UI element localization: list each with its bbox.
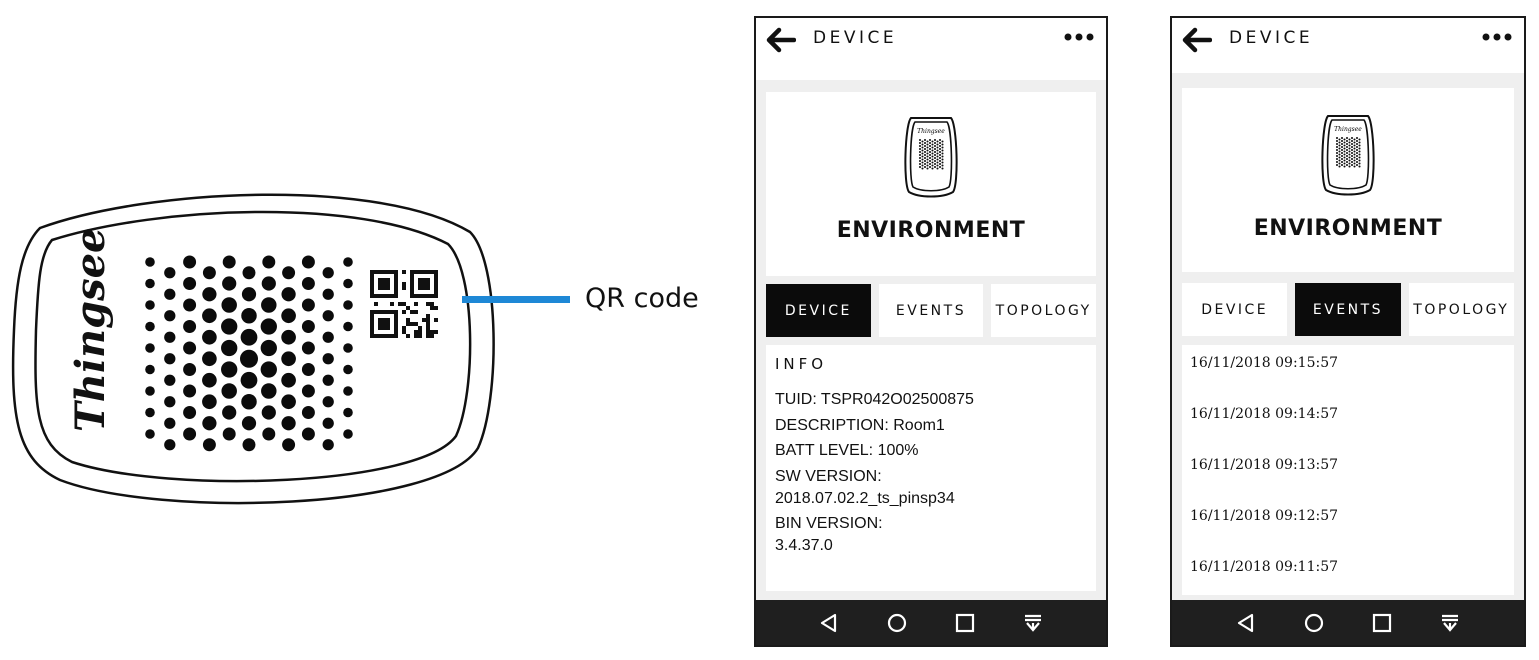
nav-recents-button[interactable]	[1348, 600, 1416, 645]
tab-topology[interactable]: TOPOLOGY	[1408, 283, 1514, 336]
device-info-panel: INFO TUID: TSPR042O02500875 DESCRIPTION:…	[766, 345, 1096, 591]
phone-screen-device-tab: DEVICE Thingsee ENVIRONMENT DEVICE EVENT…	[754, 16, 1108, 647]
info-list: TUID: TSPR042O02500875 DESCRIPTION: Room…	[775, 389, 974, 560]
speaker-grill	[145, 255, 353, 452]
qr-code-label: QR code	[585, 283, 699, 314]
info-sw-label: SW VERSION:	[775, 467, 882, 485]
device-name-title: ENVIRONMENT	[836, 218, 1026, 243]
info-bin-value: 3.4.37.0	[775, 536, 833, 554]
info-bin-version: BIN VERSION: 3.4.37.0	[775, 513, 974, 557]
tab-topology[interactable]: TOPOLOGY	[991, 284, 1097, 337]
pull-down-icon	[1442, 614, 1458, 632]
event-item[interactable]: 16/11/2018 09:11:57	[1190, 559, 1339, 575]
info-heading: INFO	[775, 355, 828, 373]
app-bar-title: DEVICE	[1229, 28, 1314, 48]
back-arrow-icon[interactable]	[766, 27, 796, 53]
nav-notifications-button[interactable]	[1416, 600, 1484, 645]
nav-notifications-button[interactable]	[999, 600, 1067, 645]
svg-text:Thingsee: Thingsee	[917, 128, 945, 135]
device-illustration: Thingsee	[11, 193, 570, 505]
event-item[interactable]: 16/11/2018 09:15:57	[1190, 355, 1339, 371]
more-options-icon[interactable]	[1064, 30, 1094, 44]
events-panel: 16/11/2018 09:15:57 16/11/2018 09:14:57 …	[1182, 345, 1514, 595]
phone-screen-events-tab: DEVICE Thingsee ENVIRONMENT DEVICE EVENT…	[1170, 16, 1526, 647]
nav-recents-button[interactable]	[931, 600, 999, 645]
info-sw-value: 2018.07.02.2_ts_pinsp34	[775, 489, 955, 507]
event-list: 16/11/2018 09:15:57 16/11/2018 09:14:57 …	[1190, 355, 1338, 610]
qr-code	[370, 270, 438, 338]
event-item[interactable]: 16/11/2018 09:12:57	[1190, 508, 1339, 524]
app-bar-title: DEVICE	[813, 28, 898, 48]
nav-back-button[interactable]	[1212, 600, 1280, 645]
info-batt-level: BATT LEVEL: 100%	[775, 442, 919, 459]
info-sw-version: SW VERSION: 2018.07.02.2_ts_pinsp34	[775, 466, 974, 510]
app-bar: DEVICE	[1172, 18, 1524, 73]
device-brand-logo: Thingsee	[67, 227, 114, 432]
info-description: DESCRIPTION: Room1	[775, 416, 945, 434]
device-name-title: ENVIRONMENT	[1253, 216, 1443, 241]
back-arrow-icon[interactable]	[1182, 27, 1212, 53]
app-bar: DEVICE	[756, 18, 1106, 80]
qr-pointer-line	[462, 296, 570, 303]
system-nav-bar	[1172, 600, 1524, 645]
nav-home-button[interactable]	[863, 600, 931, 645]
info-tuid: TUID: TSPR042O02500875	[775, 391, 974, 408]
tab-events[interactable]: EVENTS	[878, 284, 984, 337]
square-recents-icon	[955, 613, 975, 632]
more-options-icon[interactable]	[1482, 30, 1512, 44]
circle-home-icon	[887, 613, 907, 632]
device-thumbnail-icon: Thingsee	[904, 117, 958, 198]
tab-device[interactable]: DEVICE	[766, 284, 871, 337]
circle-home-icon	[1304, 613, 1324, 632]
nav-home-button[interactable]	[1280, 600, 1348, 645]
tab-bar: DEVICE EVENTS TOPOLOGY	[1182, 283, 1514, 336]
device-hero-card: Thingsee ENVIRONMENT	[1182, 88, 1514, 272]
event-item[interactable]: 16/11/2018 09:14:57	[1190, 406, 1339, 422]
tab-bar: DEVICE EVENTS TOPOLOGY	[766, 284, 1097, 337]
triangle-back-icon	[820, 613, 837, 632]
triangle-back-icon	[1237, 613, 1254, 632]
tab-device[interactable]: DEVICE	[1182, 283, 1288, 336]
device-hero-card: Thingsee ENVIRONMENT	[766, 92, 1096, 276]
device-inner-shell	[34, 210, 472, 483]
tab-events[interactable]: EVENTS	[1295, 283, 1401, 336]
pull-down-icon	[1025, 614, 1041, 632]
square-recents-icon	[1372, 613, 1392, 632]
svg-text:Thingsee: Thingsee	[1334, 126, 1362, 133]
info-bin-label: BIN VERSION:	[775, 514, 883, 532]
device-thumbnail-icon: Thingsee	[1321, 115, 1375, 196]
nav-back-button[interactable]	[795, 600, 863, 645]
system-nav-bar	[756, 600, 1106, 645]
event-item[interactable]: 16/11/2018 09:13:57	[1190, 457, 1339, 473]
